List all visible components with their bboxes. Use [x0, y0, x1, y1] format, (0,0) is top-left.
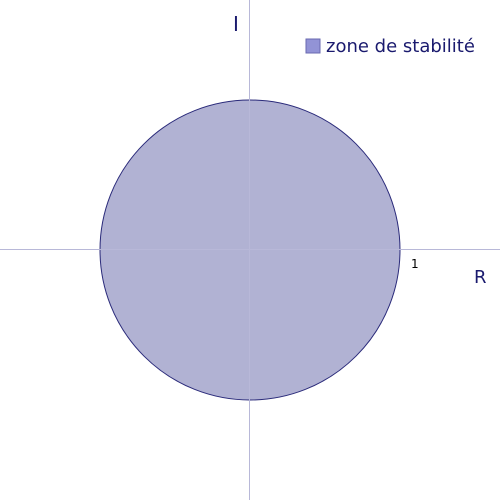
imaginary-axis-label: I	[233, 12, 239, 36]
tick-label-one: 1	[411, 257, 419, 271]
legend: zone de stabilité	[305, 36, 475, 57]
legend-swatch	[305, 38, 321, 54]
legend-label: zone de stabilité	[326, 36, 475, 57]
real-axis-label: R	[474, 267, 487, 288]
